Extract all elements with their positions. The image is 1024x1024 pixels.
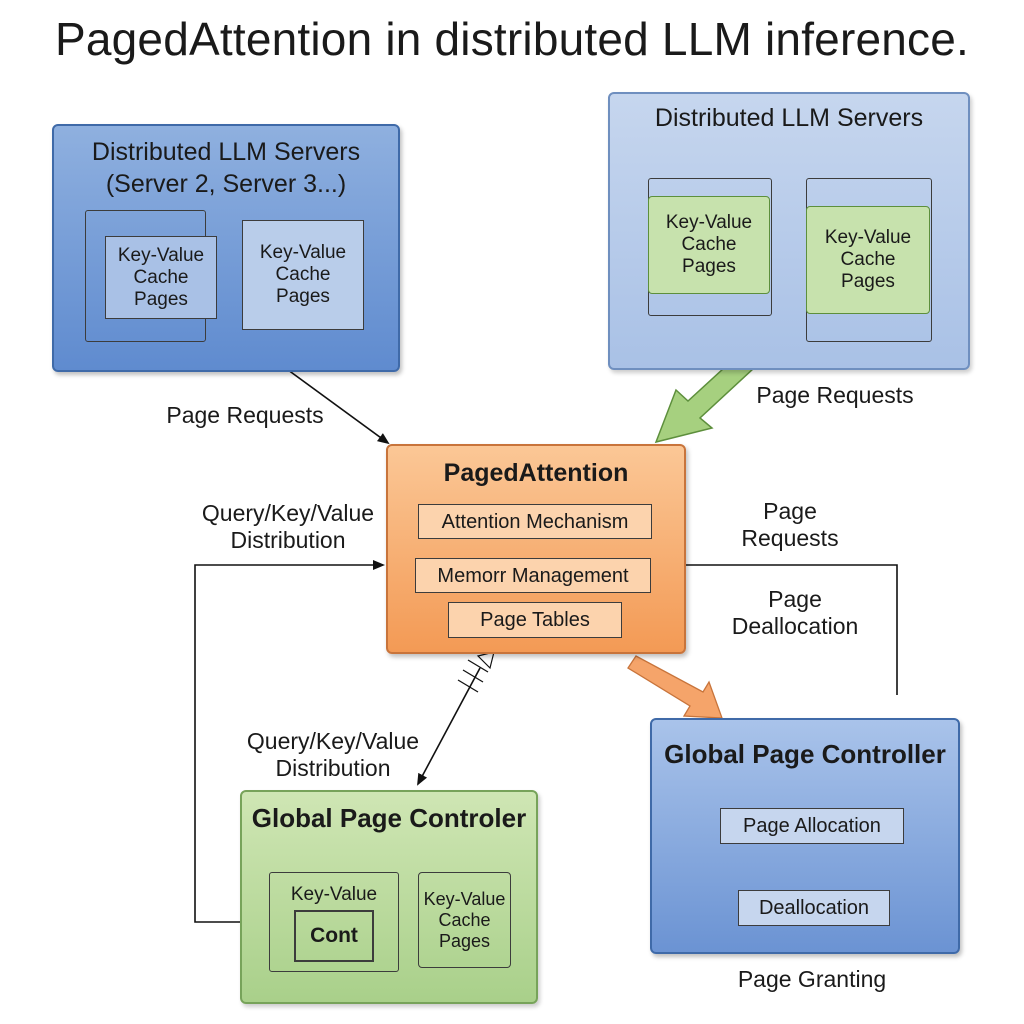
page-requests-right-top-label: Page Requests	[756, 382, 914, 408]
blue-controller-title: Global Page Controller	[664, 739, 946, 769]
qkv-loop-connector	[194, 560, 385, 923]
memory-management-item[interactable]: Memorr Management	[415, 558, 651, 593]
cache-label-line: Cache	[840, 249, 896, 270]
right-cache-pages-b[interactable]: Key-Value Cache Pages	[806, 206, 930, 314]
page-granting-label: Page Granting	[737, 966, 887, 992]
page-request-line-right	[686, 564, 898, 695]
paged-attention-panel[interactable]: PagedAttention Attention Mechanism Memor…	[386, 444, 686, 654]
page-granting-arrow	[627, 655, 723, 719]
label-line: Deallocation	[731, 613, 859, 639]
label-line: Distribution	[275, 755, 391, 781]
label-line: Page	[768, 586, 822, 612]
page-tables-item[interactable]: Page Tables	[448, 602, 622, 638]
label-line: Query/Key/Value	[246, 728, 420, 754]
right-cache-pages-a[interactable]: Key-Value Cache Pages	[648, 196, 770, 294]
qkv-down-arrow	[417, 651, 495, 786]
left-servers-title: Distributed LLM Servers	[91, 138, 361, 166]
cache-label-line: Pages	[682, 256, 736, 277]
deallocation-step[interactable]: Deallocation	[738, 890, 890, 926]
cache-label-line: Key-Value	[824, 227, 912, 248]
left-cache-pages-b[interactable]: Key-Value Cache Pages	[242, 220, 364, 330]
page-allocation-step[interactable]: Page Allocation	[720, 808, 904, 844]
cache-label-line: Key-Value	[259, 242, 347, 263]
label-line: Query/Key/Value	[201, 500, 375, 526]
diagram-title: PagedAttention in distributed LLM infere…	[54, 13, 970, 65]
page-requests-right-label: Page Requests	[720, 498, 860, 552]
label-line: Distribution	[230, 527, 346, 553]
left-servers-subtitle: (Server 2, Server 3...)	[105, 170, 347, 198]
cache-label-line: Pages	[841, 271, 895, 292]
label-line: Requests	[741, 525, 839, 551]
qkv-distribution-top-label: Query/Key/Value Distribution	[180, 500, 396, 554]
green-controller-cont-box[interactable]: Cont	[294, 910, 374, 962]
green-page-controller-panel[interactable]: Global Page Controler Key-Value Cont Key…	[240, 790, 538, 1004]
cache-label-line: Pages	[134, 288, 188, 310]
cache-label-line: Cache	[275, 264, 331, 285]
green-controller-kv-label: Key-Value	[290, 884, 378, 905]
right-servers-panel[interactable]: Distributed LLM Servers Key-Value Cache …	[608, 92, 970, 370]
left-cache-pages-a[interactable]: Key-Value Cache Pages	[105, 236, 217, 319]
cache-label-line: Key-Value	[665, 212, 753, 233]
blue-page-controller-panel[interactable]: Global Page Controller Page Allocation D…	[650, 718, 960, 954]
paged-attention-title: PagedAttention	[443, 459, 629, 487]
cache-label-line: Cache	[681, 234, 737, 255]
left-servers-panel[interactable]: Distributed LLM Servers (Server 2, Serve…	[52, 124, 400, 372]
right-servers-title: Distributed LLM Servers	[654, 104, 924, 132]
cache-label-line: Cache	[133, 266, 189, 288]
green-controller-cache-pages[interactable]: Key-Value Cache Pages	[418, 872, 511, 968]
cache-label-line: Cache	[438, 909, 491, 930]
page-deallocation-label: Page Deallocation	[716, 586, 874, 640]
cache-label-line: Key-Value	[117, 244, 205, 266]
cache-label-line: Pages	[276, 286, 330, 307]
qkv-distribution-bottom-label: Query/Key/Value Distribution	[228, 728, 438, 782]
cache-label-line: Key-Value	[423, 888, 506, 909]
green-controller-kv-frame	[269, 872, 399, 972]
attention-mechanism-item[interactable]: Attention Mechanism	[418, 504, 652, 539]
green-controller-title: Global Page Controler	[251, 803, 527, 833]
page-requests-left-label: Page Requests	[166, 402, 324, 428]
cache-label-line: Pages	[438, 930, 491, 951]
label-line: Page	[763, 498, 817, 524]
